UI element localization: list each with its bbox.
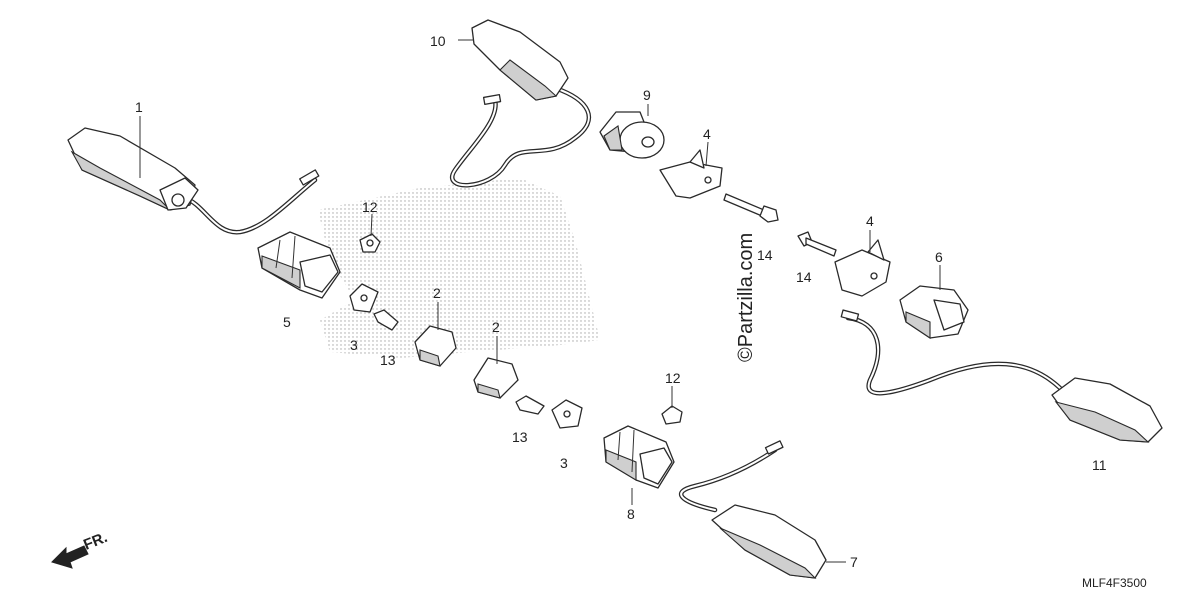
callout-2-left: 2 xyxy=(433,285,441,301)
front-marker-label: FR. xyxy=(81,529,110,554)
frame-stipple xyxy=(318,178,600,358)
part-12-clip-left xyxy=(359,233,381,253)
part-14-bolt-upper xyxy=(723,193,779,223)
part-14-bolt-lower xyxy=(797,231,837,257)
callout-7: 7 xyxy=(850,554,858,570)
callout-10: 10 xyxy=(430,33,446,49)
callout-12-center: 12 xyxy=(665,370,681,386)
callout-2-center: 2 xyxy=(492,319,500,335)
part-13-screw-left xyxy=(373,309,399,331)
callout-3-center: 3 xyxy=(560,455,568,471)
part-4-bracket-upper xyxy=(659,149,723,199)
part-2-collar-left xyxy=(414,325,457,367)
callout-3-left: 3 xyxy=(350,337,358,353)
part-10-turn-signal-left-rear xyxy=(450,19,592,188)
callout-1: 1 xyxy=(135,99,143,115)
callout-9: 9 xyxy=(643,87,651,103)
watermark: ©Partzilla.com xyxy=(735,233,757,362)
leader-lines xyxy=(139,39,941,563)
part-6-grommet-right xyxy=(899,285,969,340)
part-2-collar-center xyxy=(473,357,519,399)
part-13-screw-center xyxy=(515,395,545,415)
callout-4-upper: 4 xyxy=(703,126,711,142)
callout-11: 11 xyxy=(1092,457,1107,473)
callout-14-upper: 14 xyxy=(757,247,773,263)
part-11-turn-signal-right-rear xyxy=(840,309,1163,443)
front-direction-arrow: FR. xyxy=(51,529,110,569)
part-3-plate-left xyxy=(349,283,379,313)
callout-4-lower: 4 xyxy=(866,213,874,229)
callout-13-center: 13 xyxy=(512,429,528,445)
part-9-grommet xyxy=(599,111,665,159)
callout-13-left: 13 xyxy=(380,352,396,368)
part-8-rubber-mount-right xyxy=(603,425,675,489)
part-1-turn-signal-left-front xyxy=(67,127,320,235)
part-5-rubber-mount-left xyxy=(257,231,341,299)
callout-6: 6 xyxy=(935,249,943,265)
callout-12-left: 12 xyxy=(362,199,378,215)
callout-5: 5 xyxy=(283,314,291,330)
callout-14-lower: 14 xyxy=(796,269,812,285)
part-12-clip-center xyxy=(661,405,683,425)
diagram-code: MLF4F3500 xyxy=(1082,576,1147,590)
part-7-turn-signal-right-front xyxy=(679,440,827,579)
callout-8: 8 xyxy=(627,506,635,522)
part-3-plate-center xyxy=(551,399,583,429)
part-4-bracket-lower xyxy=(834,239,891,297)
